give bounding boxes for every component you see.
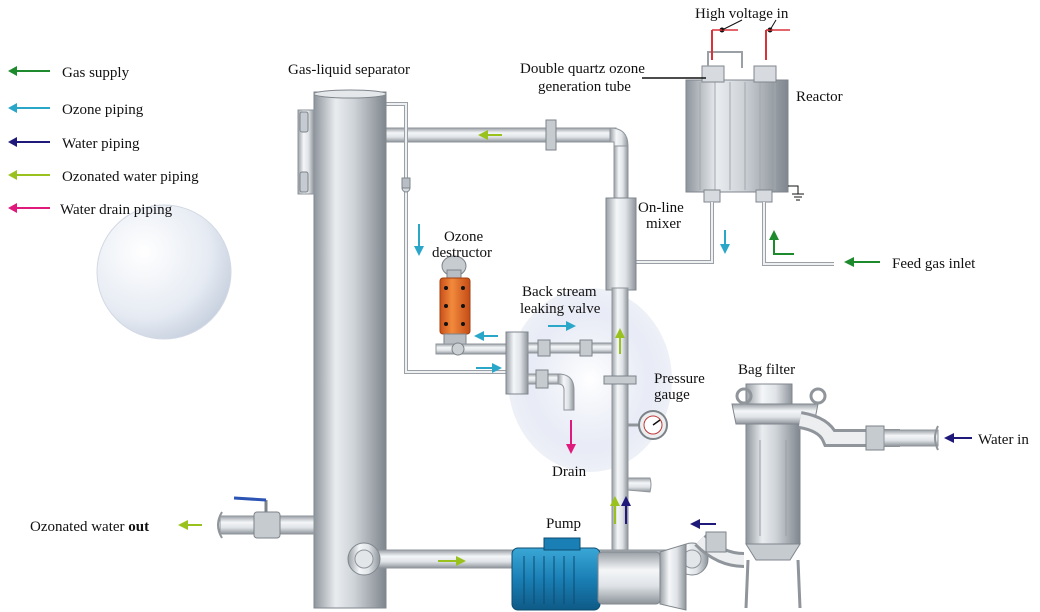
flow-arrows: [178, 130, 972, 566]
reactor: [642, 19, 804, 203]
online-mixer: [603, 197, 637, 551]
thin-gas-line: [384, 102, 506, 374]
riser-side-bend: [627, 477, 652, 493]
diagram-labels: High voltage in Double quartz ozone gene…: [30, 6, 1029, 535]
top-return-pipe: [383, 119, 629, 203]
legend: Gas supply Ozone piping Water piping Ozo…: [8, 65, 199, 218]
reactor-gas-lines: [628, 202, 834, 266]
label-feed-gas: Feed gas inlet: [892, 256, 976, 272]
label-high-voltage: High voltage in: [695, 6, 789, 22]
label-destructor-line2: destructor: [432, 245, 492, 261]
arrow-ozonated-top-pipe: [478, 130, 488, 140]
legend-item-water-drain-piping: Water drain piping: [8, 202, 173, 218]
bag-filter: [694, 383, 939, 609]
legend-label: Water drain piping: [60, 202, 173, 218]
label-ozonated-out-prefix: Ozonated water: [30, 519, 128, 535]
pump: [511, 537, 687, 611]
decorative-bubble-left: [96, 204, 232, 340]
label-gauge-line1: Pressure: [654, 371, 705, 387]
arrow-gas-reactor-in: [773, 238, 794, 255]
label-ozonated-out: Ozonated water out: [30, 519, 149, 535]
legend-label: Ozonated water piping: [62, 169, 199, 185]
label-pump: Pump: [546, 516, 581, 532]
label-valve-line2: leaking valve: [520, 301, 601, 317]
label-quartz-tube-line2: generation tube: [538, 79, 631, 95]
label-quartz-tube-line1: Double quartz ozone: [520, 61, 645, 77]
ozonated-water-outlet: [217, 496, 315, 539]
legend-item-water-piping: Water piping: [8, 136, 140, 152]
label-water-in: Water in: [978, 432, 1029, 448]
label-destructor-line1: Ozone: [444, 229, 483, 245]
label-mixer-line2: mixer: [646, 216, 681, 232]
label-ozonated-out-bold: out: [128, 519, 149, 535]
gas-liquid-separator: [297, 89, 387, 609]
legend-item-ozonated-water-piping: Ozonated water piping: [8, 169, 199, 185]
ozone-destructor: [435, 255, 517, 356]
label-valve-line1: Back stream: [522, 284, 597, 300]
label-gauge-line2: gauge: [654, 387, 690, 403]
legend-label: Gas supply: [62, 65, 130, 81]
legend-label: Water piping: [62, 136, 140, 152]
label-mixer-line1: On-line: [638, 200, 684, 216]
legend-label: Ozone piping: [62, 102, 144, 118]
legend-item-ozone-piping: Ozone piping: [8, 102, 144, 118]
back-stream-leaking-valve: [505, 331, 613, 411]
legend-item-gas-supply: Gas supply: [8, 65, 130, 81]
label-drain: Drain: [552, 464, 587, 480]
label-separator: Gas-liquid separator: [288, 62, 410, 78]
label-reactor: Reactor: [796, 89, 843, 105]
pressure-gauge: [628, 410, 668, 440]
label-bag-filter: Bag filter: [738, 362, 795, 378]
